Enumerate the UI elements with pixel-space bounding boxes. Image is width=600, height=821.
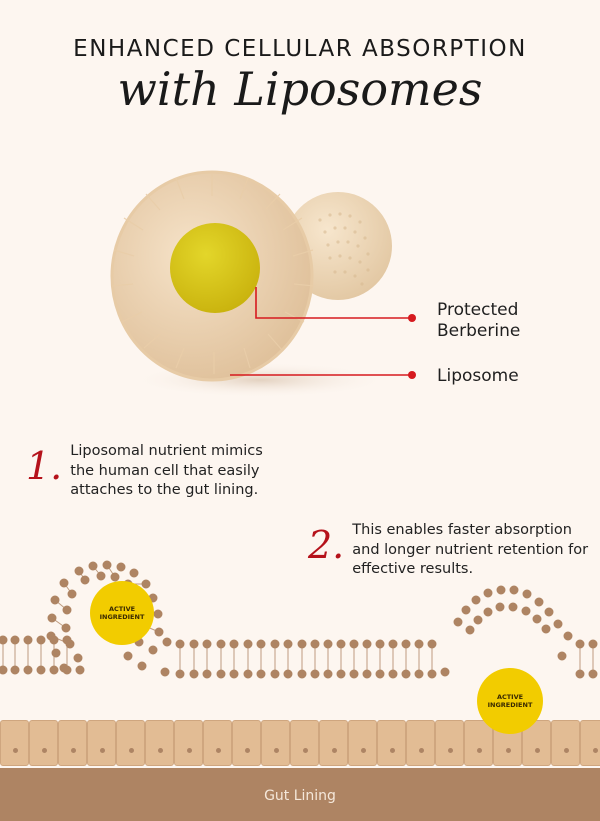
cell xyxy=(203,720,232,766)
cell xyxy=(58,720,87,766)
callout-dot-liposome xyxy=(408,371,416,379)
cell xyxy=(290,720,319,766)
cell xyxy=(580,720,600,766)
callout-line1: Liposome xyxy=(437,366,519,386)
cell xyxy=(348,720,377,766)
active-label-line1: ACTIVE xyxy=(496,693,524,701)
shell-lipid-tails xyxy=(111,174,315,374)
cell xyxy=(232,720,261,766)
cell xyxy=(406,720,435,766)
ball-dots xyxy=(318,212,370,286)
cell xyxy=(174,720,203,766)
step-text: This enables faster absorption and longe… xyxy=(352,522,589,577)
callout-line2: Berberine xyxy=(437,321,521,341)
active-label-line1: ACTIVE xyxy=(108,605,136,613)
step-1: 1. Liposomal nutrient mimics the human c… xyxy=(26,442,286,501)
membrane-lipids-top xyxy=(0,635,598,649)
gut-lining-band xyxy=(0,768,600,821)
gut-lining-label: Gut Lining xyxy=(264,788,336,804)
bulge-lipids xyxy=(453,585,573,661)
cell xyxy=(261,720,290,766)
cell xyxy=(116,720,145,766)
protected-berberine-core xyxy=(170,223,260,313)
callout-dot-berberine xyxy=(408,314,416,322)
step-number: 2. xyxy=(308,523,345,567)
step-number: 1. xyxy=(26,444,63,488)
page-title-top: ENHANCED CELLULAR ABSORPTION xyxy=(73,36,527,62)
cell xyxy=(464,720,493,766)
callout-line1: Protected xyxy=(437,300,519,320)
cell xyxy=(319,720,348,766)
cell xyxy=(551,720,580,766)
active-label-line2: INGREDIENT xyxy=(487,701,533,709)
cell xyxy=(0,720,29,766)
step-text: Liposomal nutrient mimics the human cell… xyxy=(70,443,263,498)
callout-protected-berberine: Protected Berberine xyxy=(437,300,520,342)
page-title-sub: with Liposomes xyxy=(117,62,483,116)
step-2: 2. This enables faster absorption and lo… xyxy=(308,521,590,580)
callout-liposome: Liposome xyxy=(437,366,519,387)
cell xyxy=(87,720,116,766)
cell xyxy=(435,720,464,766)
cell xyxy=(145,720,174,766)
active-label-line2: INGREDIENT xyxy=(99,613,145,621)
cell xyxy=(377,720,406,766)
liposome-illustration xyxy=(110,170,416,398)
callout-lines xyxy=(230,287,412,376)
gut-cells xyxy=(0,720,600,768)
cell xyxy=(29,720,58,766)
